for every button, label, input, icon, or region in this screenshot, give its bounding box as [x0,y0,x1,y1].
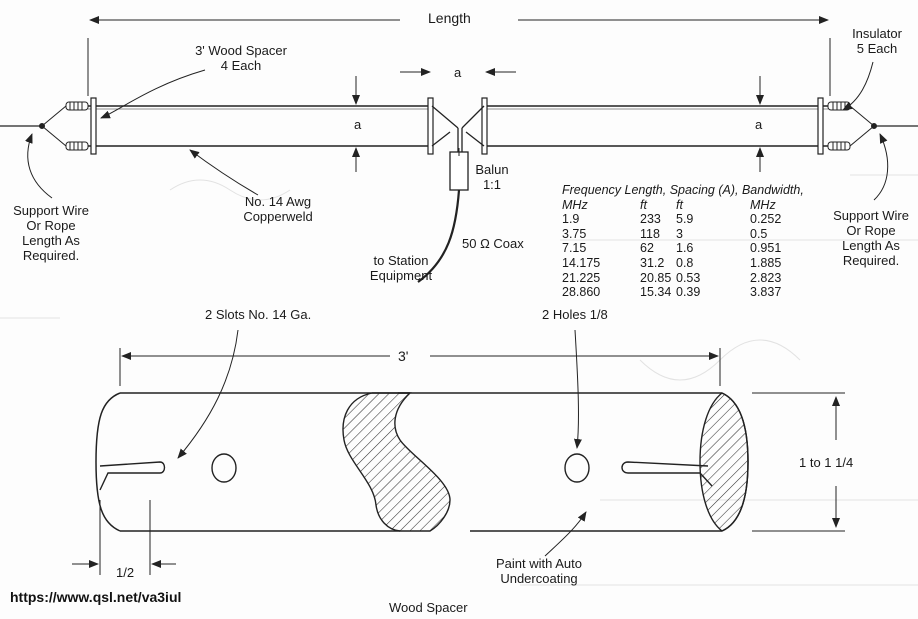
table-cell: 5.9 [676,212,694,227]
table-cell: 2.823 [750,270,782,285]
balun-box [449,151,469,191]
hole-icon [564,453,590,483]
table-cell: 118 [640,226,660,241]
spacing-a-right: a [755,117,763,132]
table-cell: 1.885 [750,255,782,270]
table-cell: 15.34 [640,285,672,300]
table-cell: 1.9 [562,212,580,227]
table-cell: 20.85 [640,270,672,285]
holes-label: 2 Holes 1/8 [542,307,608,322]
table-cell: 0.5 [750,226,768,241]
spacer-length-label: 3' [398,348,409,364]
table-cell: 14.175 [562,255,601,270]
coax-label: 50 Ω Coax [462,236,524,251]
wood-spacer-bar [90,97,824,155]
wood-spacer-title: Wood Spacer [389,600,468,615]
insulator-label: Insulator 5 Each [852,26,902,56]
table-cell: 7.15 [562,241,587,256]
table-cell: 233 [640,212,661,227]
wood-spacer-detail [72,329,845,575]
source-url-watermark: https://www.qsl.net/va3iul [10,589,182,605]
table-cell: 21.225 [562,270,601,285]
dipole-assembly [0,16,918,283]
ghost-lines [0,174,918,586]
station-equipment-label: to Station Equipment [369,253,433,283]
table-cell: 62 [640,241,654,256]
hole-icon [211,453,237,483]
table-cell: 0.39 [676,285,701,300]
table-cell: 31.2 [640,255,665,270]
length-label: Length [428,10,471,26]
table-cell: 0.951 [750,241,782,256]
table-cell: 0.53 [676,270,701,285]
wood-spacer-count-label: 3' Wood Spacer 4 Each [195,43,287,73]
table-cell: 0.252 [750,212,782,227]
slots-label: 2 Slots No. 14 Ga. [205,307,312,322]
diameter-label: 1 to 1 1/4 [799,455,854,470]
support-wire-right-label: Support Wire Or Rope Length As Required. [833,208,909,268]
support-wire-left-label: Support Wire Or Rope Length As Required. [13,203,89,263]
spacing-a-top: a [454,65,462,80]
table-cell: 0.8 [676,255,694,270]
table-cell: 3 [676,226,683,241]
table-cell: 3.75 [562,226,587,241]
slot-depth-label: 1/2 [116,565,135,580]
paint-note-label: Paint with Auto Undercoating [496,556,582,586]
table-cell: 28.860 [562,285,601,300]
table-cell: 3.837 [750,285,782,300]
table-cell: 1.6 [676,241,694,256]
wire-type-label: No. 14 Awg Copperweld [243,194,313,224]
balun-label: Balun 1:1 [475,162,509,192]
spacing-a-left: a [354,117,362,132]
